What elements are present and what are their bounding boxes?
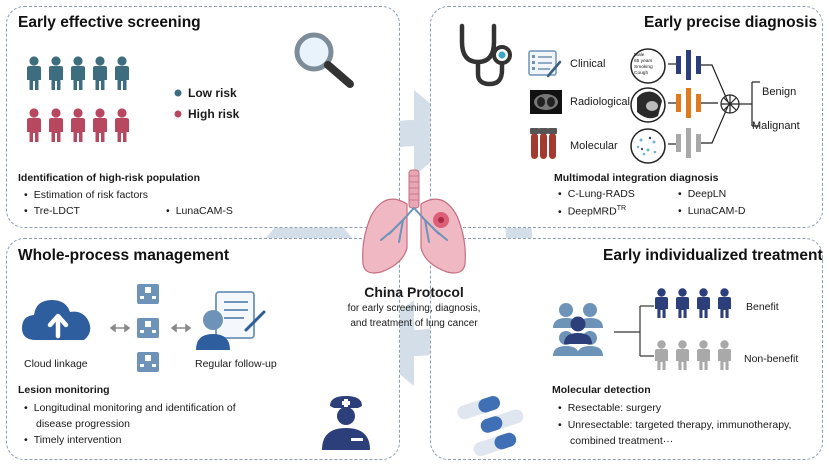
management-item-intervention: Timely intervention [24,434,122,446]
legend-dots [174,89,182,118]
clinical-card-smoking: Smoking [634,65,653,70]
treatment-subtitle: Molecular detection [552,384,651,396]
screening-item-tre-ldct: Tre-LDCT [24,205,80,217]
treatment-item-unresectable-cont: combined treatment··· [570,435,674,447]
ct-scan-icon [530,90,562,114]
fusion-network-diagram [668,50,760,158]
benefit-label: Benefit [746,301,779,313]
center-subtitle-line2: and treatment of lung cancer [350,318,478,329]
diagnosis-item-lunacam-d: LunaCAM-D [678,205,746,217]
modality-clinical: Clinical [570,58,606,70]
output-benign: Benign [762,86,797,98]
population-icons [27,56,129,142]
benefit-people [655,288,731,318]
non-benefit-label: Non-benefit [744,353,799,365]
center-title: China Protocol [364,284,464,300]
diagnosis-subtitle: Multimodal integration diagnosis [554,172,719,184]
low-risk-people [27,56,129,90]
management-subtitle: Lesion monitoring [18,384,110,396]
diagnosis-item-c-lung-rads: C-Lung-RADS [558,188,635,200]
legend-low-risk: Low risk [188,86,237,100]
management-item-longitudinal-cont: disease progression [36,418,130,430]
management-item-longitudinal: Longitudinal monitoring and identificati… [24,402,236,414]
panel-title-treatment: Early individualized treatment [603,247,823,264]
magnifier-icon [294,32,354,88]
modality-molecular: Molecular [570,140,618,152]
stethoscope-icon [459,23,512,87]
clinical-card-age: 65 years [634,59,653,64]
follow-up-doctor-icon [196,291,266,350]
modality-input-circles [630,48,666,164]
high-risk-people [27,108,129,142]
treatment-item-unresectable: Unresectable: targeted therapy, immunoth… [558,419,792,431]
modality-radiological: Radiological [570,96,630,108]
deepmrd-superscript: TR [616,205,627,212]
clinical-form-icon [528,50,562,78]
diagnosis-item-deepln: DeepLN [678,188,727,200]
patient-group-icon [553,303,603,356]
hospital-network-icon [109,284,192,372]
clinical-card-cough: Cough [634,71,649,76]
screening-subtitle: Identification of high-risk population [18,172,200,184]
nurse-icon [322,396,370,450]
blood-tubes-icon [530,128,557,159]
screening-item-risk-factors: Estimation of risk factors [24,189,148,201]
non-benefit-people [655,340,731,370]
cloud-upload-icon [22,300,91,340]
legend-high-risk: High risk [188,107,240,121]
panel-title-management: Whole-process management [18,247,230,264]
screening-item-lunacam-s: LunaCAM-S [166,205,233,217]
panel-title-screening: Early effective screening [18,14,201,31]
treatment-item-resectable: Resectable: surgery [558,402,661,414]
diagnosis-item-deepmrd: DeepMRDTR [558,205,626,218]
pills-icon [457,396,524,457]
stratification-connector [614,305,654,357]
center-subtitle-line1: for early screening, diagnosis, [347,303,481,314]
lungs-icon [362,169,466,274]
output-malignant: Malignant [752,120,800,132]
cloud-linkage-label: Cloud linkage [24,358,88,370]
panel-title-diagnosis: Early precise diagnosis [644,14,818,31]
follow-up-label: Regular follow-up [195,358,277,370]
clinical-card-male: Male [634,53,645,58]
